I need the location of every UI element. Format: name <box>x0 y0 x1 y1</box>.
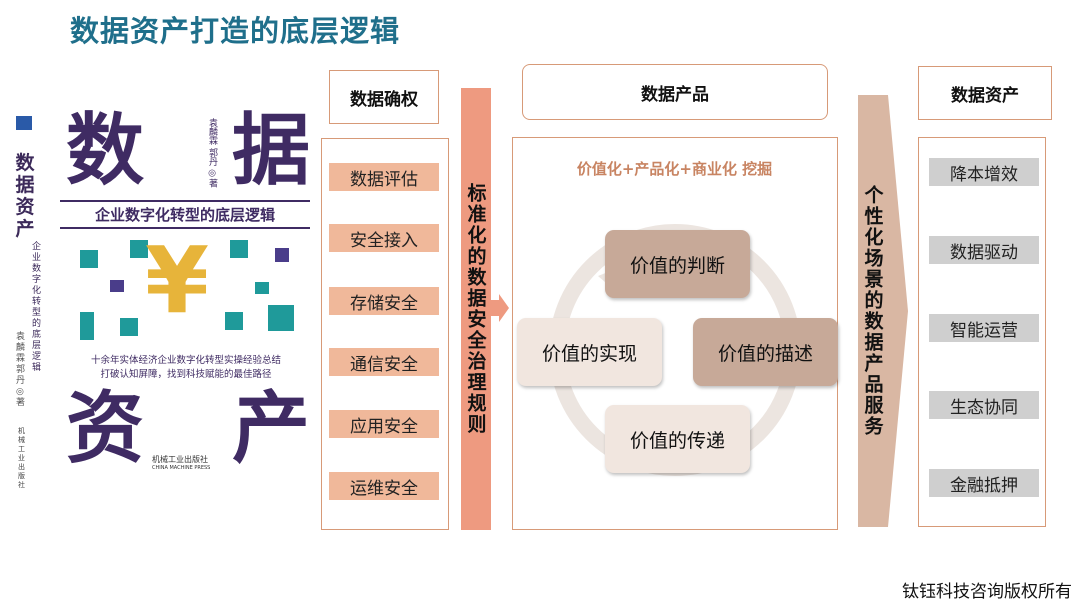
col1-item-1: 数据评估 <box>329 163 439 191</box>
cover-char-2: 据 <box>232 106 311 196</box>
col3-item-2: 数据驱动 <box>929 236 1039 264</box>
spine-subtitle: 企业数字化转型的底层逻辑 <box>32 242 42 373</box>
spine-authors: 袁麟霖 郭丹 ◎著 <box>16 332 26 408</box>
cover-char-3: 资 <box>66 384 145 474</box>
node-value-judgment: 价值的判断 <box>605 230 750 298</box>
building-icon <box>130 240 148 258</box>
cover-publisher-cn: 机械工业出版社 <box>152 455 208 464</box>
cover-authors: 袁麟霖 郭丹 ◎著 <box>207 118 217 188</box>
col3-item-4: 生态协同 <box>929 391 1039 419</box>
node-value-realization: 价值的实现 <box>517 318 662 386</box>
col3-item-3: 智能运营 <box>929 314 1039 342</box>
publisher-logo-icon <box>16 116 32 130</box>
band2-arrow: 个性化场景的数据产品服务 <box>858 95 888 527</box>
col1-item-5: 应用安全 <box>329 410 439 438</box>
book-cover: 数 据 袁麟霖 郭丹 ◎著 企业数字化转型的底层逻辑 ¥ 十余年实体经济企业数字… <box>60 100 310 480</box>
page-title: 数据资产打造的底层逻辑 <box>70 14 401 48</box>
shop-icon <box>230 240 248 258</box>
band1-label: 标准化的数据安全治理规则 <box>464 183 487 435</box>
house-icon <box>275 248 289 262</box>
gate-icon <box>120 318 138 336</box>
store-icon <box>110 280 124 292</box>
book-spine: 数据资产 企业数字化转型的底层逻辑 袁麟霖 郭丹 ◎著 机械工业出版社 <box>10 112 46 492</box>
col1-item-6: 运维安全 <box>329 472 439 500</box>
cover-publisher-en: CHINA MACHINE PRESS <box>152 465 211 471</box>
col1-item-3: 存储安全 <box>329 287 439 315</box>
band2-arrowhead-icon <box>888 95 908 527</box>
cover-description: 十余年实体经济企业数字化转型实操经验总结 打破认知屏障，找到科技赋能的最佳路径 <box>66 354 306 382</box>
col3-item-1: 降本增效 <box>929 158 1039 186</box>
yen-symbol: ¥ <box>145 227 210 334</box>
band1-arrowhead-icon <box>491 294 509 322</box>
col1-header: 数据确权 <box>329 70 439 124</box>
cover-char-4: 产 <box>232 384 311 474</box>
band2-label: 个性化场景的数据产品服务 <box>861 185 884 437</box>
spine-publisher: 机械工业出版社 <box>18 427 25 489</box>
truck-icon <box>255 282 269 294</box>
factory-icon <box>80 250 98 268</box>
node-value-delivery: 价值的传递 <box>605 405 750 473</box>
node-value-description: 价值的描述 <box>693 318 838 386</box>
plant-icon <box>268 305 294 331</box>
col1-panel <box>321 138 449 530</box>
tower-icon <box>80 312 94 340</box>
col3-header: 数据资产 <box>918 66 1052 120</box>
cover-subtitle: 企业数字化转型的底层逻辑 <box>60 200 310 229</box>
cover-desc-line-1: 十余年实体经济企业数字化转型实操经验总结 <box>90 355 281 366</box>
copyright-text: 钛钰科技咨询版权所有 <box>902 582 1072 602</box>
col2-header: 数据产品 <box>522 64 828 120</box>
band1-arrow: 标准化的数据安全治理规则 <box>461 88 491 530</box>
col2-subtitle: 价值化+产品化+商业化 挖掘 <box>576 160 773 178</box>
col1-item-2: 安全接入 <box>329 224 439 252</box>
cover-desc-line-2: 打破认知屏障，找到科技赋能的最佳路径 <box>100 369 272 380</box>
col3-item-5: 金融抵押 <box>929 469 1039 497</box>
warehouse-icon <box>225 312 243 330</box>
col1-item-4: 通信安全 <box>329 348 439 376</box>
cover-char-1: 数 <box>66 106 145 196</box>
cover-publisher: 机械工业出版社 CHINA MACHINE PRESS <box>152 454 210 471</box>
spine-title: 数据资产 <box>15 152 35 240</box>
